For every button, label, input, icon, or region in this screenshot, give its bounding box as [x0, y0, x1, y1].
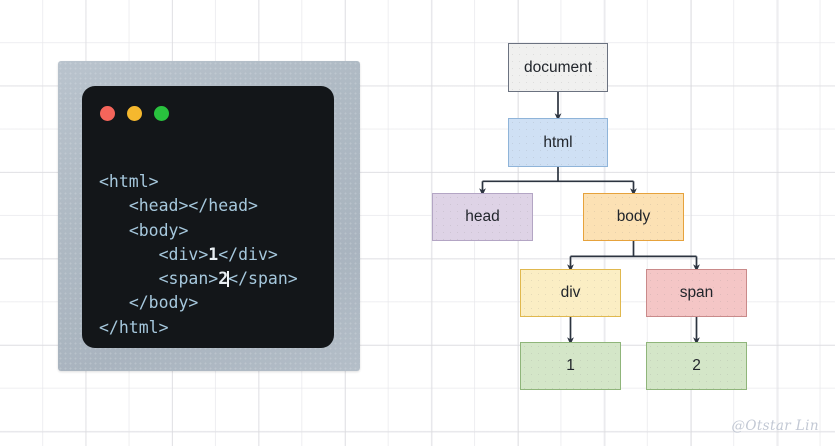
tree-node-label: span [679, 284, 714, 301]
tree-node-label: body [616, 208, 651, 225]
code-line: <head></head> [128, 196, 258, 216]
code-text-node: 2 [218, 269, 229, 289]
tree-node-span[interactable]: span [646, 269, 747, 317]
tree-node-label: document [523, 58, 593, 76]
maximize-dot[interactable] [154, 106, 169, 121]
tree-node-head[interactable]: head [432, 193, 533, 241]
code-line: </body> [128, 293, 199, 313]
tree-node-div[interactable]: div [520, 269, 621, 317]
code-line: <body> [128, 220, 189, 240]
minimize-dot[interactable] [127, 106, 142, 121]
edge-layer [479, 92, 700, 345]
code-line: <span>2</span> [158, 269, 298, 289]
tree-node-label: div [560, 284, 581, 301]
terminal-window: <html> <head></head> <body> <div>1</div>… [82, 86, 334, 348]
watermark: @Otstar Lin [731, 418, 819, 434]
text-caret [227, 271, 229, 288]
terminal-frame: <html> <head></head> <body> <div>1</div>… [58, 61, 360, 371]
tree-node-label: 1 [566, 357, 575, 374]
tree-node-text2[interactable]: 2 [646, 342, 747, 390]
terminal-traffic-lights [100, 106, 169, 121]
code-text-node: 1 [208, 244, 219, 264]
edge-bus-body [570, 241, 697, 258]
tree-node-label: 2 [692, 357, 701, 374]
code-line: <div>1</div> [158, 244, 278, 264]
tree-node-html[interactable]: html [508, 118, 608, 167]
tree-node-label: html [543, 133, 573, 151]
close-dot[interactable] [100, 106, 115, 121]
edge-bus-html [482, 167, 634, 183]
tree-node-label: head [465, 208, 500, 225]
tree-node-body[interactable]: body [583, 193, 684, 241]
code-line: </html> [99, 317, 169, 337]
tree-node-text1[interactable]: 1 [520, 342, 621, 390]
code-line: <html> [99, 172, 159, 191]
tree-node-document[interactable]: document [508, 43, 608, 92]
terminal-code-block[interactable]: <html> <head></head> <body> <div>1</div>… [99, 170, 298, 340]
